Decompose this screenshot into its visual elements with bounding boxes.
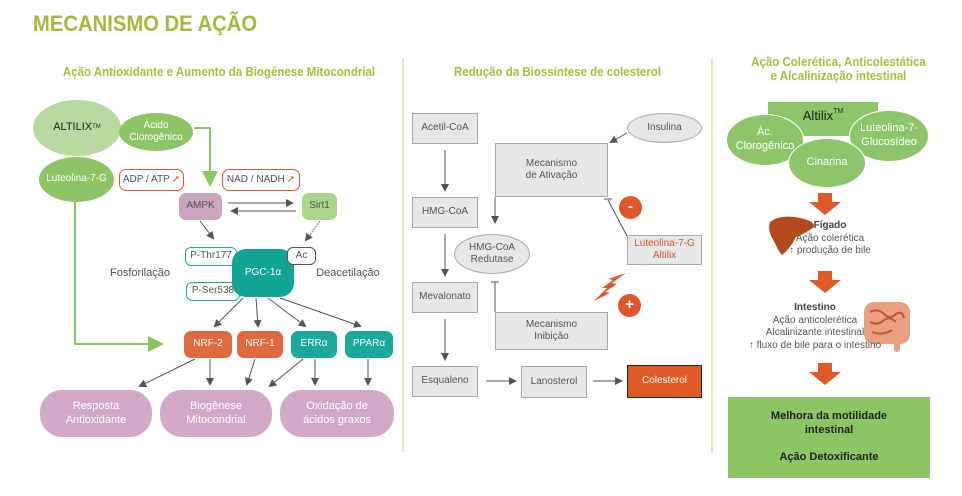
pgc1a-node: PGC-1α (232, 249, 294, 297)
cinarina-node: Cinarina (788, 138, 866, 188)
down-arrows (809, 193, 841, 385)
acetil-coa-box: Acetil-CoA (412, 113, 478, 144)
hmg-coa-box: HMG-CoA (412, 197, 478, 228)
p-thr177-tag: P-Thr177 (185, 247, 237, 266)
sirt1-node: Sirt1 (302, 193, 337, 220)
mevalonato-box: Mevalonato (412, 282, 478, 313)
arrows-pgc-targets (138, 297, 372, 388)
luteolina-glucosideo-node: Luteolina-7-Glucosídeo (849, 110, 929, 162)
header-colesterol: Redução da Biossíntese de colesterol (453, 65, 662, 79)
luteolina-node: Luteolina-7-G (39, 157, 114, 202)
colesterol-box: Colesterol (627, 365, 702, 398)
ac-tag: Ac (287, 247, 316, 265)
erra-node: ERRα (291, 331, 337, 358)
esqualeno-box: Esqualeno (412, 366, 478, 397)
lanosterol-box: Lanosterol (521, 366, 587, 398)
nrf1-node: NRF-1 (237, 331, 283, 358)
liver-icon (769, 216, 815, 255)
ppara-node: PPARα (345, 331, 393, 358)
intestine-icon (864, 302, 910, 352)
plus-icon: + (618, 294, 641, 317)
minus-icon: - (619, 196, 642, 219)
deacetilacao-label: Deacetilação (316, 267, 380, 280)
arrow-acido-ampk (194, 127, 218, 187)
inhibition-line-2 (607, 199, 628, 237)
fosforilacao-label: Fosforilação (110, 267, 170, 280)
header-antioxidante: Ação Antioxidante e Aumento da Biogênese… (62, 65, 376, 79)
up-arrow-icon: ➚ (171, 173, 181, 185)
nad-nadh-box: NAD / NADH➚ (222, 169, 300, 191)
page-title: MECANISMO DE AÇÃO (33, 11, 258, 36)
lightning-arrow-icon (594, 273, 626, 301)
adp-atp-box: ADP / ATP➚ (119, 169, 184, 191)
arrows-cholesterol (441, 132, 628, 385)
up-arrow-icon: ➚ (286, 173, 296, 185)
arrow-sirt1-pgc (304, 220, 321, 242)
arrow-luteolina-nrf (74, 201, 164, 352)
insulina-node: Insulina (627, 113, 702, 143)
nrf2-node: NRF-2 (184, 331, 232, 358)
arrow-ampk-pgc (199, 220, 215, 240)
ampk-node: AMPK (179, 193, 222, 220)
